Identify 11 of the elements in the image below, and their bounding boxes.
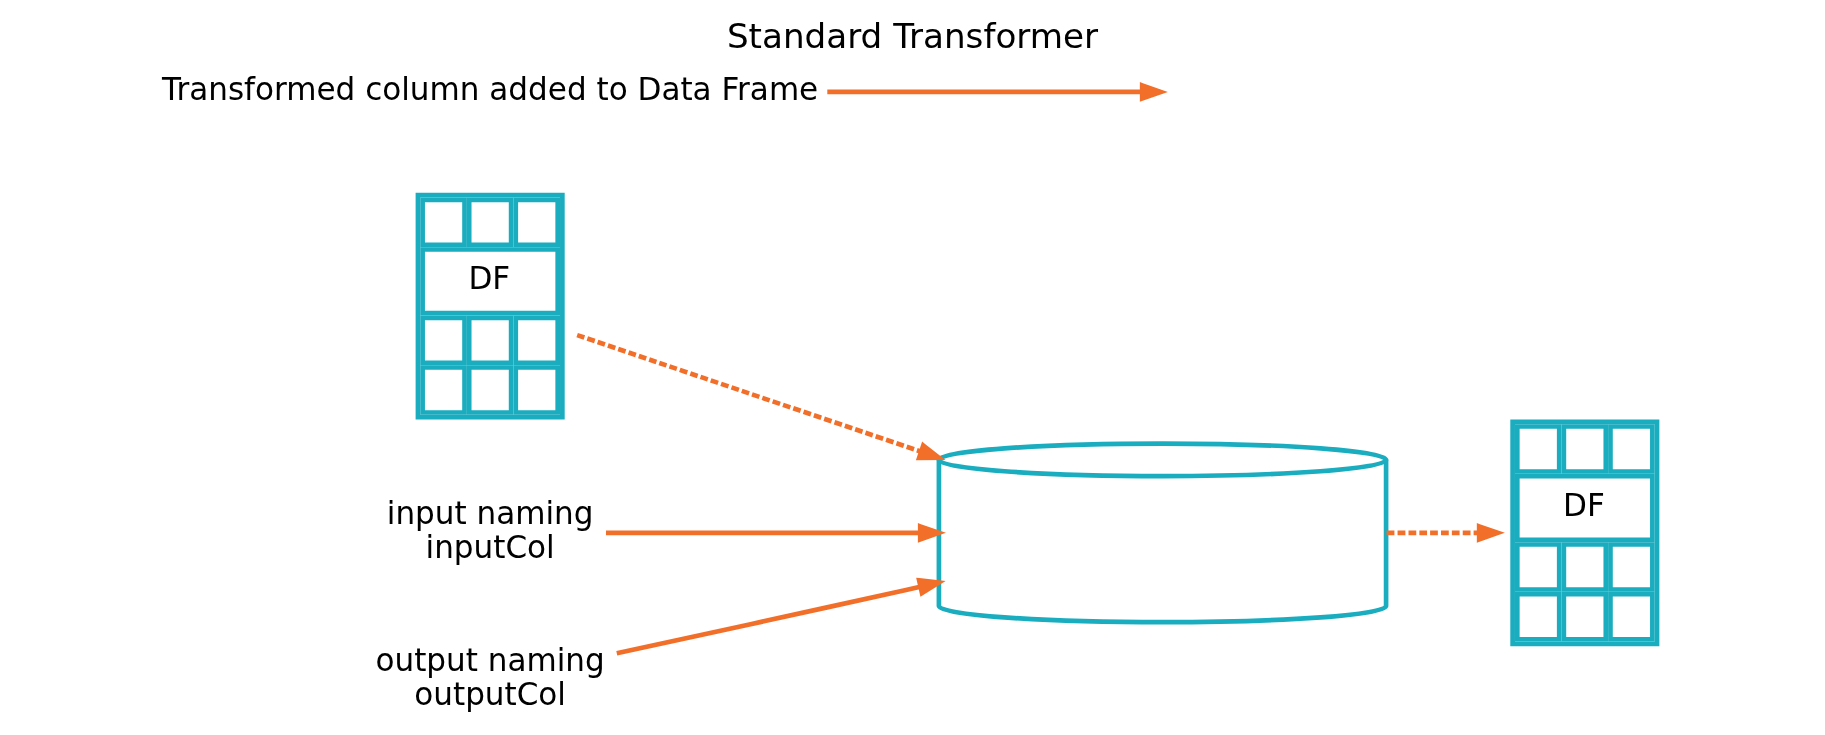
node-text: Transformed column added to Data Frame: [162, 70, 819, 107]
arrow: [576, 332, 946, 461]
arrow: [606, 523, 946, 543]
node-text: input naming inputCol: [386, 494, 594, 565]
arrow: [616, 577, 946, 656]
node-box: DF: [415, 192, 565, 420]
arrow: [1386, 523, 1505, 543]
diagram-title: Standard Transformer: [726, 15, 1099, 56]
arrow: [827, 82, 1168, 102]
node-text: output naming outputCol: [375, 642, 605, 713]
node-box: DF: [1510, 419, 1660, 647]
